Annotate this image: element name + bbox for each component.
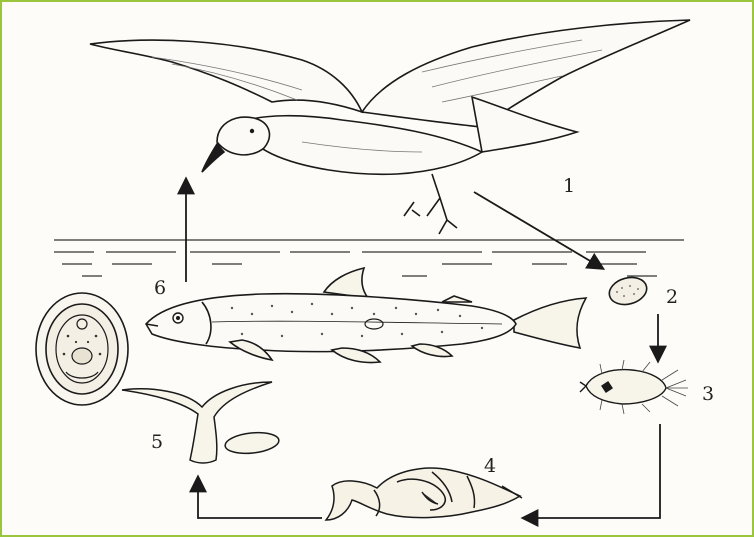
egg-icon: [606, 274, 649, 309]
stage-label-5: 5: [151, 431, 163, 453]
cercaria-icon: [122, 382, 280, 463]
seagull-eye-icon: [250, 129, 254, 133]
stage-label-6: 6: [154, 277, 166, 299]
stage-label-2: 2: [666, 286, 678, 308]
stage-label-4: 4: [484, 455, 496, 477]
stage-label-3: 3: [702, 383, 714, 405]
metacercaria-cyst-icon: [36, 293, 128, 405]
water-surface: [54, 240, 684, 276]
arrow-1-to-2: [474, 192, 602, 268]
arrow-3-to-4: [524, 424, 660, 518]
miracidium-icon: [580, 360, 688, 414]
stage-label-1: 1: [563, 175, 575, 197]
seagull-icon: [90, 20, 690, 234]
fish-icon: [146, 268, 586, 363]
arrow-4-to-5: [198, 478, 322, 518]
